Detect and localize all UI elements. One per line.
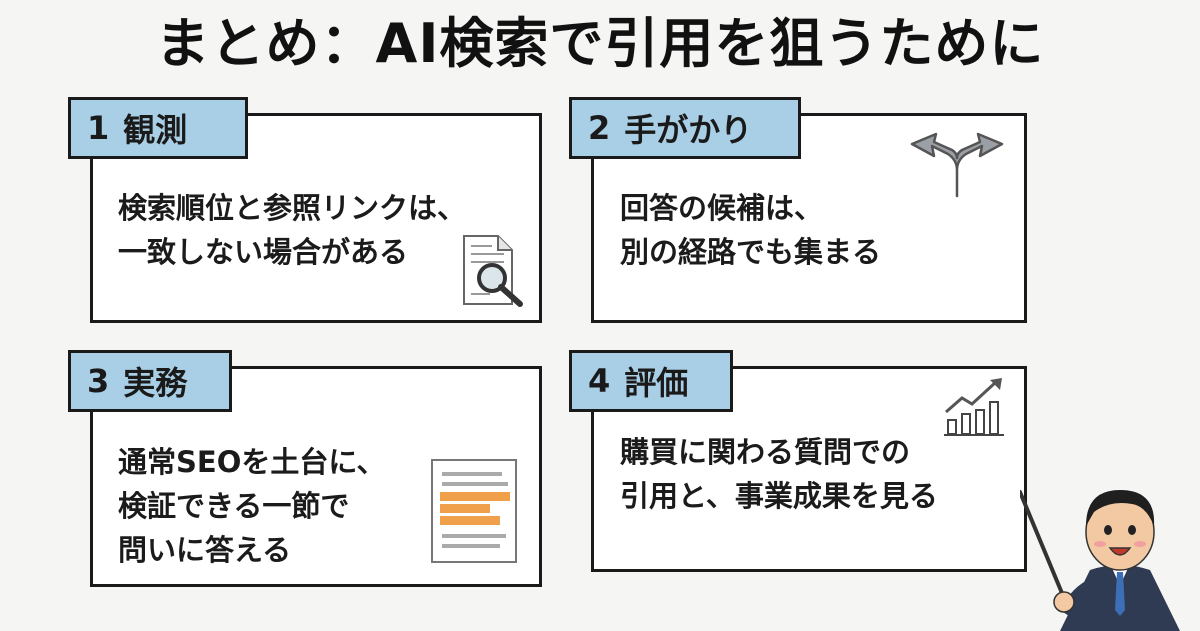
tag-clue: 2 手がかり — [569, 97, 801, 159]
growth-chart-icon — [944, 378, 1004, 436]
tag-number: 2 — [588, 109, 611, 147]
tag-number: 3 — [87, 362, 110, 400]
highlighted-document-icon — [431, 459, 517, 563]
tag-number: 1 — [87, 109, 110, 147]
card-text: 購買に関わる質問での 引用と、事業成果を見る — [620, 435, 938, 513]
page-title: まとめ：AI検索で引用を狙うために — [155, 12, 1045, 75]
tag-number: 4 — [588, 362, 611, 400]
split-arrow-icon — [910, 132, 1004, 198]
tag-observation: 1 観測 — [68, 97, 248, 159]
tag-label: 観測 — [123, 111, 188, 149]
tag-label: 実務 — [123, 364, 188, 402]
card-text: 通常SEOを土台に、 検証できる一節で 問いに答える — [118, 445, 386, 567]
tag-label: 評価 — [624, 364, 689, 402]
card-text: 回答の候補は、 別の経路でも集まる — [620, 191, 882, 269]
presenter-illustration — [1020, 490, 1180, 631]
card-text: 検索順位と参照リンクは、 一致しない場合がある — [118, 191, 467, 269]
tag-label: 手がかり — [624, 111, 753, 149]
tag-evaluation: 4 評価 — [569, 350, 733, 412]
tag-practice: 3 実務 — [68, 350, 232, 412]
document-magnifier-icon — [463, 235, 523, 307]
